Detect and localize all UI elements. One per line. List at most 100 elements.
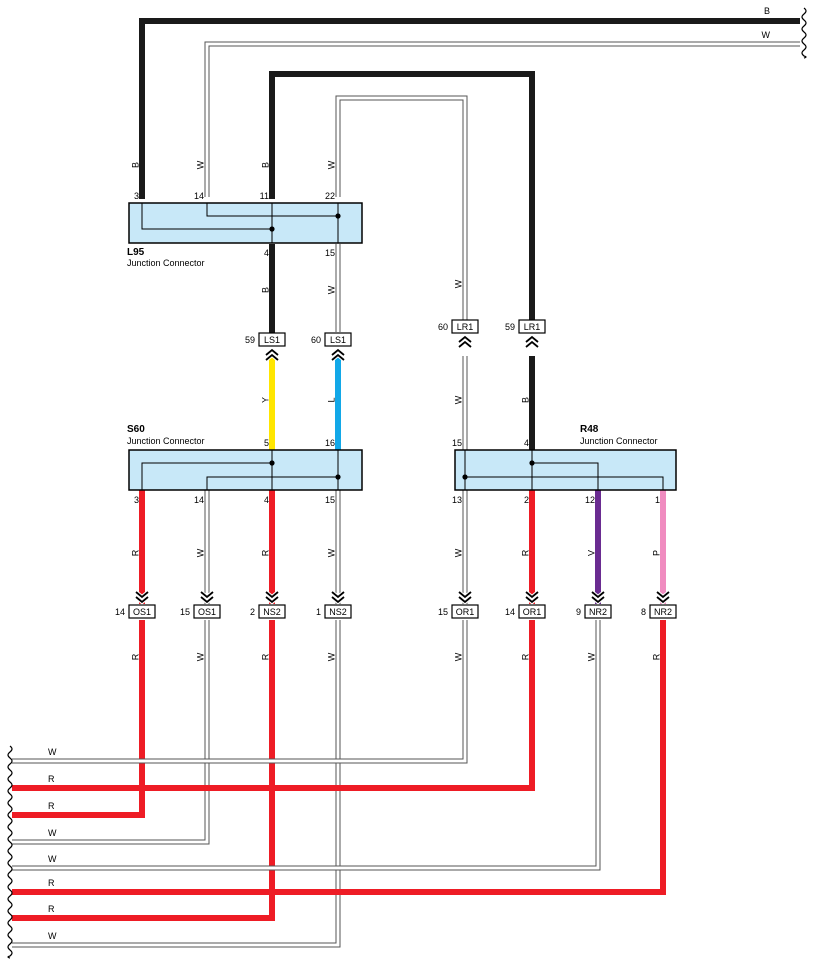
inline-connector-tag [324,604,352,619]
chevron-icon [331,348,345,356]
chevron-icon [200,591,214,599]
chevron-icon [525,335,539,343]
pin-number: 12 [585,495,595,505]
inline-connector-name: NS2 [329,607,347,617]
wire-color-label: R [651,653,661,660]
chevron-icon [265,596,279,604]
chevron-icon [591,596,605,604]
edge-wire-label: R [48,878,55,888]
pin-number: 16 [325,438,335,448]
wire-color-label: W [195,652,205,661]
inline-connector-tag [451,319,479,334]
wire-1-b [139,18,800,199]
inline-connector-pin: 15 [180,607,190,617]
connector-r48 [454,449,677,491]
wire-layer [12,18,800,948]
internal-link [464,476,664,490]
wire-color-label: B [260,162,270,168]
edge-wire-label: W [48,854,57,864]
connector-desc: Junction Connector [127,258,205,268]
inline-connector-pin: 59 [245,335,255,345]
wire-color-label: B [130,162,140,168]
wire-color-label: W [453,279,463,288]
right-break-edge [801,7,807,59]
pin-number: 2 [524,495,529,505]
inline-connector-tag [128,604,156,619]
wire-color-label: W [326,160,336,169]
wire-color-label: W [195,548,205,557]
wire-19-r [12,620,145,818]
wire-color-label: L [326,397,336,402]
inline-connector-tag [649,604,677,619]
inline-connector-pin: 9 [576,607,581,617]
chevron-icon [525,340,539,348]
pin-number: 11 [260,191,269,201]
inline-connector-tag [584,604,612,619]
inline-connector-ns2: NS2 1 [316,590,352,619]
chevron-icon [458,335,472,343]
wire-22-w [12,620,340,947]
wire-color-label: R [520,549,530,556]
inline-connector-name: LR1 [457,322,474,332]
wire-color-label: W [195,160,205,169]
chevron-icon [135,591,149,599]
wire-color-label: W [326,652,336,661]
wire-26-r [12,620,666,895]
chevron-icon [265,591,279,599]
wire-color-label: R [260,653,270,660]
connector-layer [128,202,677,491]
inline-connector-tag [518,604,546,619]
connector-ref: L95 [127,247,145,258]
inline-connector-pin: 59 [505,322,515,332]
wire-25-w-outline [12,620,601,871]
edge-wire-label: B [764,6,770,16]
inline-connector-name: NR2 [654,607,672,617]
edge-wire-label: R [48,801,55,811]
connector-body [128,202,363,244]
chevron-icon [200,596,214,604]
connector-ref: R48 [580,424,599,435]
wire-color-label: R [260,549,270,556]
inline-connector-tag [258,604,286,619]
connector-body [454,449,677,491]
chevron-icon [656,596,670,604]
inline-connector-pin: 1 [316,607,321,617]
connector-l95 [128,202,363,244]
chevron-icon [331,596,345,604]
chevron-icon [525,591,539,599]
connector-ref: S60 [127,424,145,435]
wire-color-label: W [326,548,336,557]
inline-connector-pin: 14 [115,607,125,617]
internal-link [206,203,338,217]
wire-color-label: R [520,653,530,660]
pin-number: 14 [194,495,204,505]
inline-connector-name: OR1 [456,607,475,617]
edge-wire-label: R [48,774,55,784]
wire-25-w [12,620,600,870]
pin-number: 4 [264,495,269,505]
inline-connector-tag [518,319,546,334]
inline-connector-name: LS1 [264,335,280,345]
wire-23-w-outline [12,620,468,764]
wire-20-w-outline [12,620,210,845]
chevron-icon [656,591,670,599]
inline-connector-pin: 60 [311,335,321,345]
pin-number: 14 [194,191,204,201]
inline-connector-lr1: LR1 60 [438,319,479,349]
inline-connector-pin: 60 [438,322,448,332]
pin-number: 13 [452,495,462,505]
pin-number: 4 [524,438,529,448]
edge-wire-label: W [48,828,57,838]
inline-connector-pin: 2 [250,607,255,617]
inline-connector-name: NR2 [589,607,607,617]
connector-desc: Junction Connector [580,436,658,446]
wire-color-label: W [326,285,336,294]
wire-2-w-outline [204,41,800,197]
wire-24-r [12,620,535,791]
internal-link [141,203,272,230]
inline-connector-name: OR1 [523,607,542,617]
